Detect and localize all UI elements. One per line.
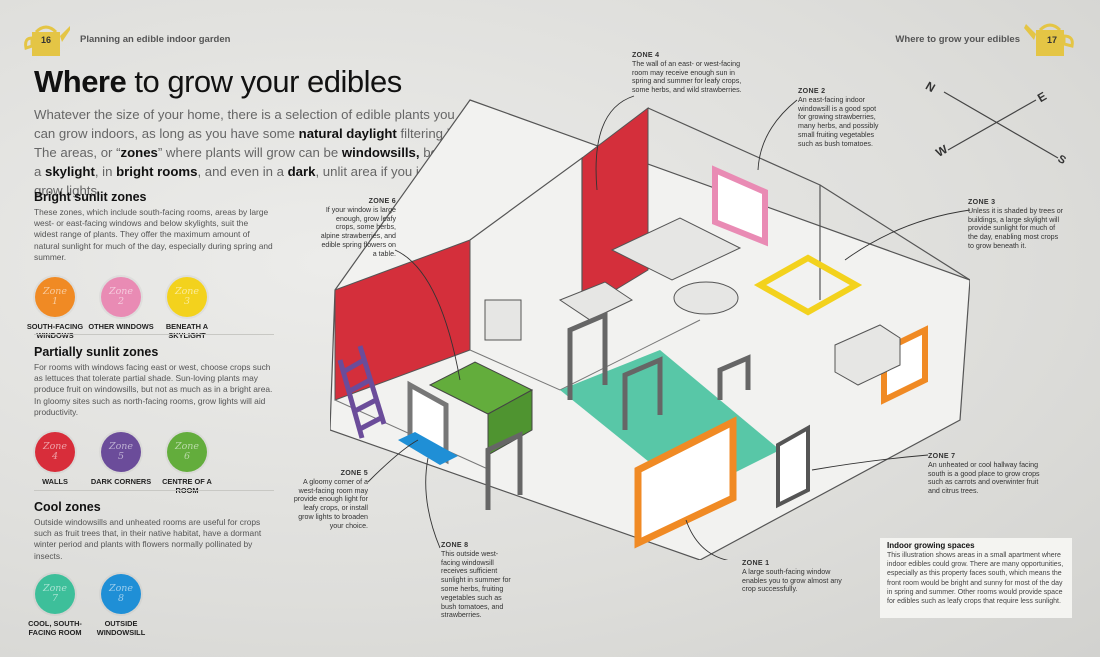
right-running-header: Where to grow your edibles — [895, 34, 1020, 45]
zone-3-label: BENEATH A SKYLIGHT — [165, 322, 209, 341]
info-box-indoor-growing-spaces: Indoor growing spaces This illustration … — [880, 538, 1072, 618]
left-running-header: Planning an edible indoor garden — [80, 34, 231, 45]
info-box-body: This illustration shows areas in a small… — [887, 552, 1064, 606]
info-box-title: Indoor growing spaces — [887, 541, 975, 550]
zone-7-label: COOL, SOUTH-FACING ROOM — [28, 618, 82, 637]
zone-4-label: WALLS — [42, 477, 68, 487]
zone-5-label: DARK CORNERS — [90, 477, 152, 487]
right-page-number: 17 — [1046, 35, 1057, 45]
zone-6-label: CENTRE OF A ROOM — [162, 477, 212, 495]
section-body: These zones, which include south-facing … — [34, 207, 273, 262]
left-page-number: 16 — [40, 35, 51, 45]
page-title: Where to grow your edibles — [34, 64, 402, 99]
zone-2-label: OTHER WINDOWS — [88, 322, 154, 332]
divider — [34, 490, 274, 491]
watering-can-icon-left — [24, 22, 70, 58]
watering-can-icon-right — [1024, 18, 1076, 58]
divider — [34, 334, 274, 335]
section-partially-sunlit: Partially sunlit zones For rooms with wi… — [34, 345, 274, 495]
apartment-illustration — [329, 90, 971, 563]
section-cool: Cool zones Outside windowsills and unhea… — [28, 500, 274, 637]
intro-paragraph: Whatever the size of your home, there is… — [34, 107, 471, 198]
section-bright-sunlit: Bright sunlit zones These zones, which i… — [27, 190, 274, 340]
section-body: Outside windowsills and unheated rooms a… — [34, 517, 262, 561]
zone-8-label: OUTSIDE WINDOWSILL — [96, 618, 146, 637]
zone-1-label: SOUTH-FACING WINDOWS — [26, 322, 84, 341]
section-heading: Partially sunlit zones — [34, 345, 159, 359]
section-heading: Bright sunlit zones — [34, 190, 147, 204]
section-body: For rooms with windows facing east or we… — [34, 362, 273, 417]
compass-rose: N E W S — [918, 78, 1068, 170]
section-heading: Cool zones — [34, 500, 101, 514]
